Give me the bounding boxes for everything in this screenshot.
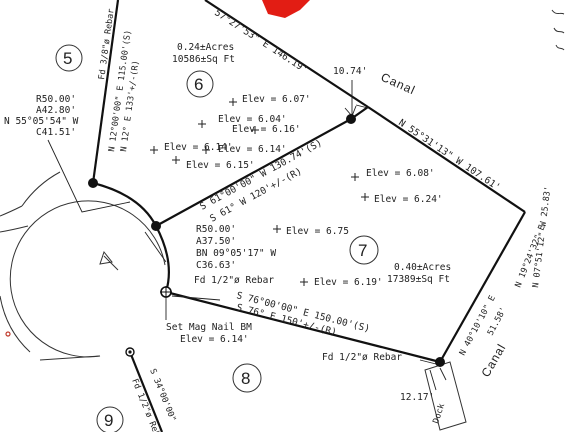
lot6-number: 6 — [194, 75, 203, 94]
road-tick — [103, 255, 119, 271]
lot9-number: 9 — [104, 411, 113, 430]
road-circle — [9, 200, 166, 358]
curve1-arc: A42.80' — [36, 105, 76, 116]
canal-label-bottom: Canal — [478, 341, 508, 379]
dim-top: 10.74' — [333, 66, 367, 77]
mag-nail-icon — [160, 286, 172, 298]
leader-c2 — [144, 231, 167, 263]
small-mark-icon — [5, 331, 11, 337]
lot5-number: 5 — [63, 49, 72, 68]
lot5-circle — [55, 44, 83, 72]
boundary-top — [204, 0, 369, 108]
road-bottom-edge — [39, 355, 101, 361]
boundary-lot8-lot9 — [128, 351, 164, 432]
elev-2: Elev = 6.04' — [218, 114, 287, 125]
lot6-sqft: 10586±Sq Ft — [172, 54, 235, 65]
lot7-acres: 0.40±Acres — [394, 262, 451, 273]
lot8-circle — [232, 363, 262, 393]
leader-c1 — [47, 139, 131, 213]
label-rebar-sw: Fd 1/2"ø Rebar — [194, 275, 274, 286]
curve2-bearing: BN 09°05'17" W — [196, 248, 276, 259]
elev-3: Elev = 6.16' — [232, 124, 301, 135]
elev-8: Elev = 6.24' — [374, 194, 443, 205]
curve1-chord: C41.51' — [36, 127, 76, 138]
curve1-radius: R50.00' — [36, 94, 76, 105]
label-rebar-se: Fd 1/2"ø Rebar — [322, 352, 402, 363]
monument-se-corner — [435, 357, 445, 367]
leader-rebar-se — [419, 359, 437, 365]
lot6-acres: 0.24±Acres — [177, 42, 234, 53]
elev-9: Elev = 6.75 — [286, 226, 349, 237]
elev-5: Elev = 6.14' — [218, 144, 287, 155]
dim-bottom: 12.17' — [400, 392, 434, 403]
canal-label-top: Canal — [379, 70, 418, 98]
bearing-east-upper: N 55°31'13" W 107.61' — [396, 117, 502, 193]
boundary-east-upper — [367, 106, 526, 213]
cul-de-sac-arc — [92, 181, 170, 293]
rebar-lot9-icon — [125, 347, 135, 357]
dim-bottom-leader — [429, 367, 447, 391]
north-arrow-icon — [551, 9, 565, 51]
road-arc-bottom — [0, 295, 31, 353]
monument-curve-pc — [151, 221, 161, 231]
road-edge — [0, 205, 23, 217]
lot7-sqft: 17389±Sq Ft — [387, 274, 450, 285]
elevation-markers — [150, 98, 369, 286]
monument-lot6-corner — [346, 114, 356, 124]
elev-7: Elev = 6.08' — [366, 168, 435, 179]
elev-10: Elev = 6.19' — [314, 277, 383, 288]
red-mark — [262, 0, 310, 18]
boundary-lot6-lot7 — [155, 118, 352, 227]
triangle-icon — [99, 250, 113, 265]
boundary-lot7-lot8 — [165, 290, 441, 364]
monument-lot5-corner — [88, 178, 98, 188]
label-mag-nail: Set Mag Nail BM — [166, 322, 252, 333]
bearing-lot5-top: Fd 3/8"ø Rebar — [97, 8, 117, 80]
curve2-chord: C36.63' — [196, 260, 236, 271]
boundary-east-lower — [439, 211, 526, 363]
elev-4: Elev = 6.14' — [164, 142, 233, 153]
lot9-circle — [96, 406, 124, 432]
elev-6: Elev = 6.15' — [186, 160, 255, 171]
label-mag-nail-elev: Elev = 6.14' — [180, 334, 249, 345]
road-circle-outer — [21, 171, 61, 207]
curve2-arc: A37.50' — [196, 236, 236, 247]
curve1-bearing: N 55°05'54" W — [4, 116, 79, 127]
lot6-circle — [186, 70, 214, 98]
boundary-lot5-lot6 — [91, 0, 120, 184]
leader-rebar — [171, 295, 221, 301]
lot7-circle — [349, 235, 379, 265]
lot8-number: 8 — [241, 369, 250, 388]
elev-1: Elev = 6.07' — [242, 94, 311, 105]
curve2-radius: R50.00' — [196, 224, 236, 235]
lot7-number: 7 — [358, 241, 367, 260]
road-edge-2 — [0, 225, 29, 233]
